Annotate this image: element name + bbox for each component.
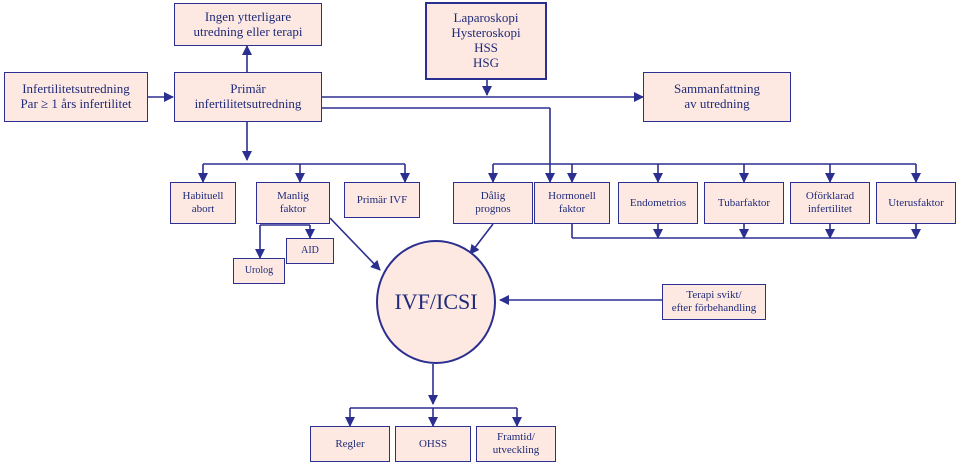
node-aid-label: AID (301, 245, 319, 257)
node-uterine-factor: Uterusfaktor (876, 182, 956, 224)
node-rules-label: Regler (335, 437, 365, 450)
node-future-development-label: Framtid/ utveckling (492, 431, 540, 456)
node-summary: Sammanfattning av utredning (643, 72, 791, 122)
node-hormonal-factor: Hormonell faktor (534, 182, 610, 224)
node-hormonal-factor-label: Hormonell faktor (548, 190, 596, 215)
node-infertility-workup-label: Infertilitetsutredning Par ≥ 1 års infer… (20, 81, 132, 111)
node-no-further-workup: Ingen ytterligare utredning eller terapi (174, 3, 322, 46)
node-habituell-abort: Habituell abort (170, 182, 236, 224)
node-ohss-label: OHSS (418, 437, 448, 450)
node-tubal-factor: Tubarfaktor (704, 182, 784, 224)
node-uterine-factor-label: Uterusfaktor (888, 196, 944, 209)
node-poor-prognosis-label: Dålig prognos (475, 190, 511, 215)
node-primary-workup: Primär infertilitetsutredning (174, 72, 322, 122)
node-therapy-failure-label: Terapi svikt/ efter förbehandling (671, 289, 757, 314)
node-unexplained-infertility: Oförklarad infertilitet (790, 182, 870, 224)
node-future-development: Framtid/ utveckling (476, 426, 556, 462)
node-ivf-icsi-label: IVF/ICSI (394, 289, 478, 314)
node-poor-prognosis: Dålig prognos (453, 182, 533, 224)
node-ivf-icsi: IVF/ICSI (376, 240, 496, 364)
node-male-factor-label: Manlig faktor (277, 190, 309, 215)
node-summary-label: Sammanfattning av utredning (674, 81, 760, 111)
node-primary-workup-label: Primär infertilitetsutredning (194, 81, 302, 111)
node-habituell-abort-label: Habituell abort (182, 190, 224, 215)
node-therapy-failure: Terapi svikt/ efter förbehandling (662, 284, 766, 320)
arrow-dalig-to-icsi (469, 223, 494, 255)
node-procedures: Laparoskopi Hysteroskopi HSS HSG (425, 2, 547, 80)
node-male-factor: Manlig faktor (256, 182, 330, 224)
node-tubal-factor-label: Tubarfaktor (717, 196, 771, 209)
node-endometriosis: Endometrios (618, 182, 698, 224)
node-primary-ivf: Primär IVF (344, 182, 420, 218)
node-ohss: OHSS (395, 426, 471, 462)
node-unexplained-infertility-label: Oförklarad infertilitet (805, 190, 855, 215)
node-primary-ivf-label: Primär IVF (356, 193, 408, 206)
node-rules: Regler (310, 426, 390, 462)
node-urologist-label: Urolog (244, 265, 274, 277)
node-no-further-workup-label: Ingen ytterligare utredning eller terapi (193, 8, 303, 39)
node-infertility-workup: Infertilitetsutredning Par ≥ 1 års infer… (4, 72, 148, 122)
node-endometriosis-label: Endometrios (629, 196, 687, 209)
node-procedures-label: Laparoskopi Hysteroskopi HSS HSG (451, 10, 521, 70)
arrow-primar-ivf-to-icsi (329, 217, 381, 271)
node-aid: AID (286, 238, 334, 264)
node-urologist: Urolog (233, 258, 285, 284)
